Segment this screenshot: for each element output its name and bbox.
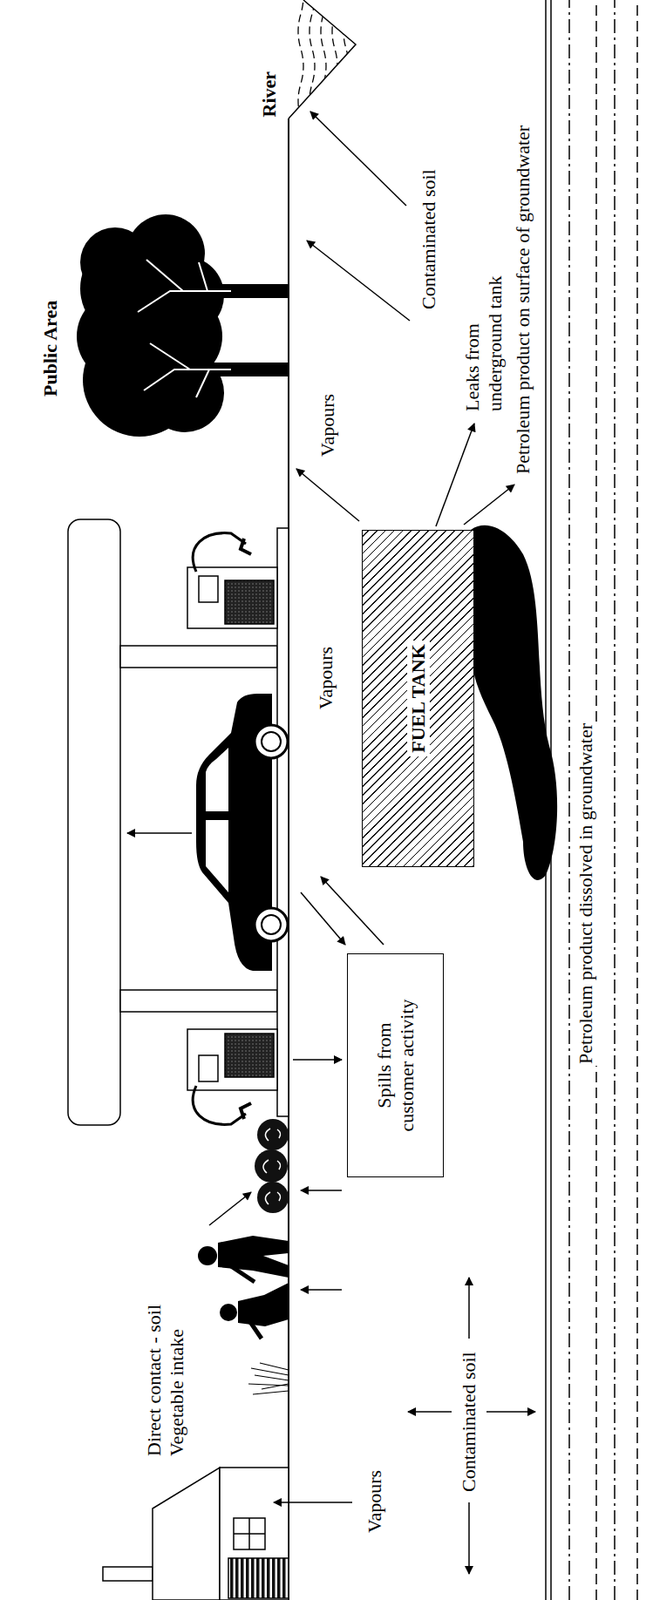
arrow [273, 1502, 353, 1504]
water-wave [343, 0, 349, 119]
pump-panel [224, 580, 274, 625]
arrow [468, 1278, 470, 1340]
text-label: Contaminated soil [417, 167, 441, 312]
cabbage [254, 1149, 288, 1184]
arrow [468, 1503, 470, 1575]
pump-nozzle [240, 538, 252, 555]
pump-island [277, 528, 289, 1117]
arrow [435, 423, 475, 527]
arrow [300, 892, 346, 946]
arrow [408, 1411, 452, 1414]
person-arm [228, 1265, 255, 1283]
arrow [127, 832, 192, 835]
water-line [568, 0, 571, 1600]
car-hub [261, 732, 281, 752]
process-box: Spills from customer activity [346, 953, 444, 1178]
water-line [613, 0, 616, 1600]
text-label: Direct contact - soil [142, 1303, 166, 1459]
text-label: Petroleum product on surface of groundwa… [511, 123, 535, 477]
canopy-post [120, 646, 278, 668]
car-window [205, 820, 229, 893]
window [233, 1518, 266, 1551]
grass-blade [248, 1363, 289, 1395]
cabbage [257, 1119, 289, 1151]
grass [248, 1363, 289, 1395]
pump-hose [192, 533, 246, 572]
text-label: Contaminated soil [457, 1350, 481, 1495]
text-label: Vapours [363, 1469, 387, 1536]
trees [76, 214, 289, 437]
vegetables [254, 1119, 289, 1214]
arrow [300, 1190, 342, 1192]
river-water [298, 0, 349, 119]
cabbage [257, 1182, 289, 1214]
garage-door [228, 1558, 289, 1599]
house [102, 1468, 289, 1600]
car-hub [261, 915, 281, 935]
water-wave [298, 0, 304, 119]
petrol-station [68, 519, 289, 1126]
tree-branch [137, 259, 232, 398]
text-label: Public Area [39, 299, 62, 399]
roof [152, 1468, 220, 1600]
car [196, 693, 288, 972]
person-body [217, 1236, 289, 1279]
node-text: FUEL TANK [407, 640, 430, 757]
arrow [292, 1059, 342, 1062]
arrow [486, 1411, 536, 1414]
chimney [102, 1567, 153, 1582]
flow-arrows [127, 111, 536, 1575]
arrow [310, 111, 407, 206]
arrow [320, 877, 384, 946]
person-body [238, 1283, 289, 1327]
node-text: Spills from customer activity [373, 992, 419, 1141]
water-line [636, 0, 639, 1600]
pump-panel [224, 1033, 274, 1078]
arrow [463, 484, 515, 525]
person-head [197, 1246, 218, 1266]
canopy-roof [68, 519, 121, 1126]
water-wave [309, 0, 315, 119]
water-wave [332, 0, 338, 119]
pump-cabinet [187, 567, 278, 629]
pump-nozzle [240, 1103, 252, 1120]
text-label: Vapours [316, 392, 340, 459]
window-bar [248, 1518, 251, 1551]
text-label: Vapours [314, 645, 338, 712]
arrow [209, 1192, 252, 1226]
pump-display [198, 1055, 218, 1082]
leak-plume [470, 525, 558, 881]
fuel-tank: FUEL TANK [361, 530, 475, 868]
car-wheel [254, 908, 288, 942]
car-wheel [254, 725, 288, 759]
tree-crown [80, 227, 150, 298]
text-label: Vegetable intake [165, 1327, 189, 1459]
pump-cabinet [187, 1029, 278, 1091]
person-arm [248, 1319, 262, 1340]
groundwater-lines [545, 0, 638, 1600]
text-label: River [258, 69, 281, 120]
arrow [300, 1289, 342, 1292]
car-window [205, 748, 229, 812]
arrow [306, 240, 410, 321]
text-label: Leaks from underground tank [461, 257, 507, 414]
cabbage-leaf [263, 1129, 281, 1205]
people [197, 1236, 289, 1340]
pump-hose [192, 1086, 246, 1125]
canopy-post [120, 990, 278, 1013]
arrow [296, 469, 360, 522]
person-head [219, 1304, 238, 1322]
house-wall [219, 1468, 289, 1600]
water-wave [320, 0, 327, 119]
pump-display [198, 576, 218, 603]
text-label: Petroleum product dissolved in groundwat… [574, 721, 598, 1067]
